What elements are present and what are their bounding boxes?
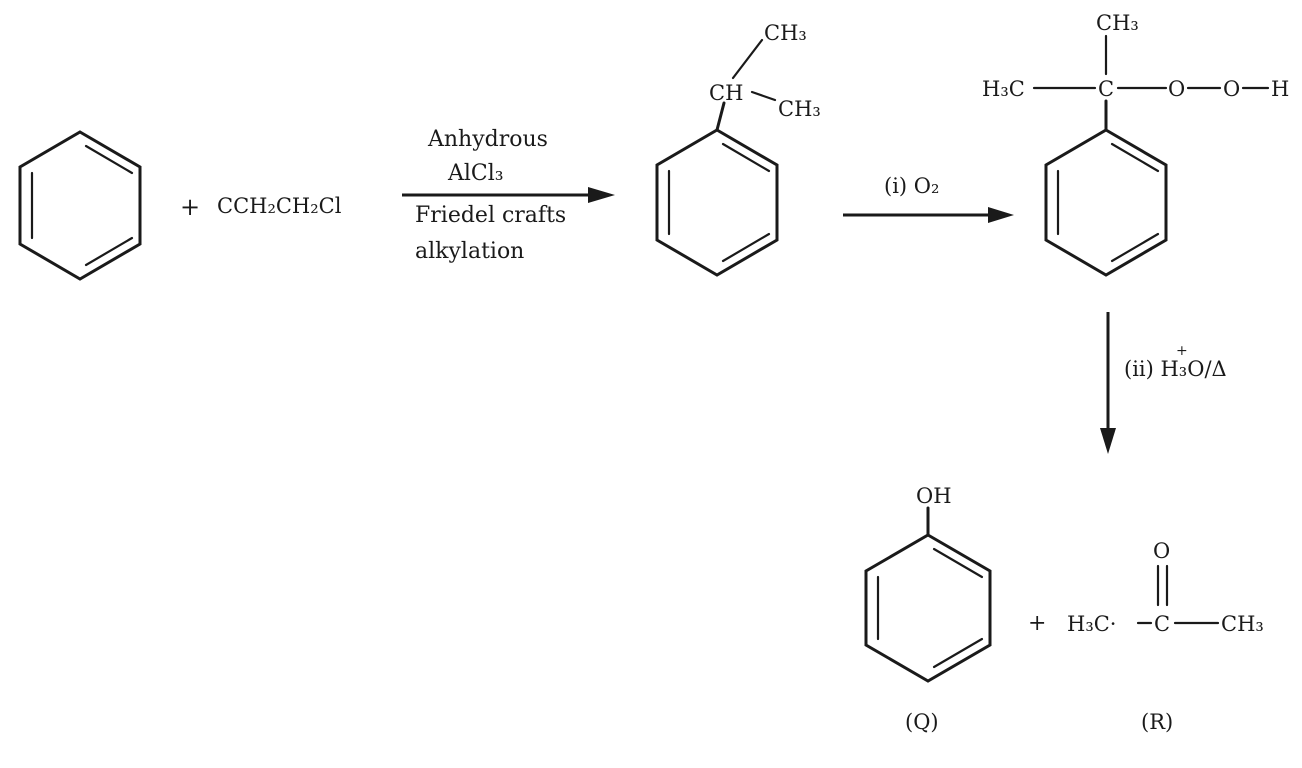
hydronium-plus-sign: + [1176,343,1188,359]
phenol-oh: OH [916,484,952,508]
hydroperoxide-carbon: C [1098,77,1114,101]
cumene-ring [655,38,779,277]
acetone-h3c: H₃C· [1067,612,1116,636]
reagent-anhydrous: Anhydrous [427,127,548,152]
acid-cleavage-arrow [1100,312,1116,454]
products-plus-sign: + [1028,611,1046,636]
hydroperoxide-h3c: H₃C [982,77,1025,101]
hydroperoxide-oxygen-1: O [1168,77,1185,101]
plus-sign: + [180,193,200,221]
acetone-carbon: C [1154,612,1170,636]
alkyl-halide-formula: CCH₂CH₂Cl [217,194,342,218]
phenol-tag: (Q) [905,710,939,734]
reagent-friedel-crafts: Friedel crafts [415,203,566,228]
acid-cleavage-label: (ii) H₃O/Δ [1124,357,1227,381]
cumene-ch3-top: CH₃ [764,21,807,45]
hydroperoxide-ch3-top: CH₃ [1096,11,1139,35]
hydroperoxide-hydrogen: H [1271,77,1289,101]
hydroperoxide-ring [1032,34,1270,277]
benzene-ring [18,130,142,281]
acetone-ch3: CH₃ [1221,612,1264,636]
friedel-crafts-arrow [402,187,615,203]
hydroperoxide-oxygen-2: O [1223,77,1240,101]
reagent-alkylation: alkylation [415,239,524,264]
oxidation-arrow [843,207,1014,223]
acetone-tag: (R) [1141,710,1173,734]
phenol-ring [864,506,992,683]
acetone-structure [1136,564,1220,625]
cumene-ch: CH [709,81,743,105]
cumene-ch3-right: CH₃ [778,97,821,121]
oxidation-label: (i) O₂ [884,174,939,198]
reagent-alcl3: AlCl₃ [447,161,504,186]
acetone-oxygen: O [1153,539,1170,563]
